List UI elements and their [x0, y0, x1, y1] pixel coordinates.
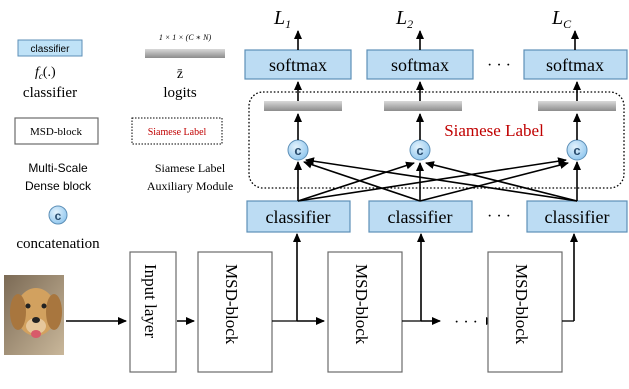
legend-logits-symbol: z̄: [177, 67, 183, 82]
legend-msd-box-label: MSD-block: [30, 126, 82, 138]
legend-concat-name: concatenation: [16, 236, 100, 252]
legend-concat-icon: [48, 205, 68, 225]
legend-msd-name-line1: Multi-Scale: [28, 161, 88, 175]
classifier-box-1: [246, 200, 351, 233]
classifier-box-3-label: classifier: [545, 207, 610, 227]
legend-logits-dims: 1 × 1 × (C ∗ N): [159, 33, 212, 42]
msd-block-1-label: MSD-block: [222, 264, 241, 345]
msd-block-2-label: MSD-block: [352, 264, 371, 345]
legend-logits-bar: [145, 49, 225, 58]
legend-siamese-name-line2: Auxiliary Module: [147, 179, 233, 193]
logits-bar-1: [264, 101, 342, 111]
legend-logits-name: logits: [163, 85, 197, 101]
output-label-2: L2: [395, 7, 413, 31]
concat-node-2-symbol: c: [416, 143, 423, 158]
concat-node-1-symbol: c: [294, 143, 301, 158]
output-label-1: L1: [273, 7, 291, 31]
classifier-box-3: [526, 200, 628, 233]
input-layer-box: [129, 251, 177, 373]
pipeline: Input layer MSD-block MSD-block · · · MS…: [66, 7, 628, 373]
logits-bar-3: [538, 101, 616, 111]
softmax-box-2: [366, 49, 474, 80]
msd-block-1: [197, 251, 273, 373]
msd-block-3: [487, 251, 563, 373]
ellipsis-softmax: · · ·: [487, 57, 511, 74]
ellipsis-classifier: · · ·: [487, 208, 511, 225]
logits-bar-2: [384, 101, 462, 111]
msd-block-3-label: MSD-block: [512, 264, 531, 345]
legend-msd-name-line2: Dense block: [25, 179, 92, 193]
legend-classifier-name: classifier: [23, 85, 77, 101]
legend-siamese-box-label: Siamese Label: [148, 127, 207, 138]
softmax-box-2-label: softmax: [391, 55, 449, 75]
legend-siamese-box: [131, 117, 223, 145]
legend: classifier fc(.) classifier 1 × 1 × (C ∗…: [14, 33, 233, 252]
siamese-module-region: [248, 91, 625, 189]
output-label-3: LC: [551, 7, 572, 31]
input-dog-image: [4, 275, 64, 355]
classifier-box-1-label: classifier: [266, 207, 331, 227]
legend-msd-box: [14, 117, 99, 145]
softmax-box-3: [523, 49, 628, 80]
legend-siamese-name-line1: Siamese Label: [155, 161, 226, 175]
input-layer-label: Input layer: [141, 264, 160, 338]
concat-node-3-symbol: c: [573, 143, 580, 158]
legend-classifier-box-label: classifier: [31, 44, 71, 55]
cross-connections: [294, 157, 581, 202]
legend-classifier-symbol: fc(.): [35, 65, 56, 81]
classifier-box-2-label: classifier: [388, 207, 453, 227]
softmax-box-1: [244, 49, 352, 80]
softmax-box-1-label: softmax: [269, 55, 327, 75]
softmax-box-3-label: softmax: [546, 55, 604, 75]
siamese-module-label: Siamese Label: [444, 121, 544, 140]
legend-concat-symbol: c: [55, 209, 62, 223]
ellipsis-msd: · · ·: [454, 314, 478, 331]
legend-classifier-box: [17, 39, 83, 57]
msd-block-2: [327, 251, 403, 373]
classifier-box-2: [368, 200, 473, 233]
